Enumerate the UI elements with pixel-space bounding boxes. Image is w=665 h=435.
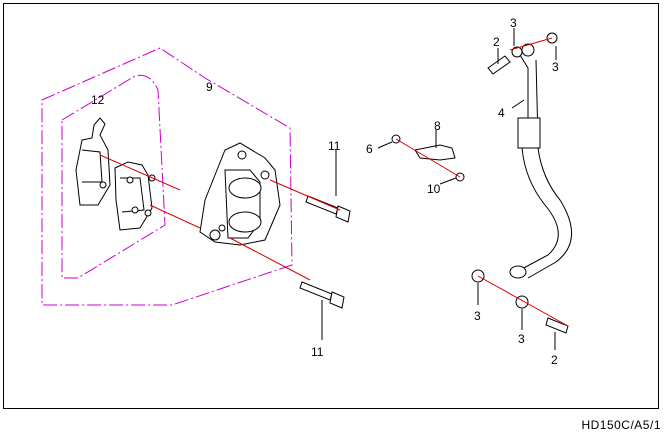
bolt-top [487,55,511,75]
brake-hose [509,43,573,279]
callout-washer-top-b: 3 [552,60,559,74]
brake-pad-right [114,161,153,231]
washer-top-a [511,46,523,58]
callout-bolt-top: 2 [493,35,500,49]
callout-washer-top-a: 3 [510,16,517,30]
caliper-assembly-outline [41,47,293,306]
hose-fittings [471,32,569,334]
assembly-outlines [41,47,293,306]
callout-hose-clip: 8 [434,119,441,133]
callout-caliper-bolt-upper: 11 [328,139,341,153]
callout-clip-bolt: 6 [366,142,373,156]
brake-pads [75,117,156,231]
bolt-bottom [545,317,569,334]
leader-lines [99,28,569,350]
hose-clip [414,144,456,161]
brake-caliper [199,142,281,246]
callout-pad-kit: 12 [91,93,105,107]
callouts: 9 12 11 11 2 3 3 4 6 8 10 3 3 2 [91,16,559,367]
caliper-bolt-lower [299,281,333,301]
callout-caliper-assembly: 9 [206,80,213,94]
caliper-bolt-upper [305,195,339,215]
diagram-frame [3,3,659,409]
callout-brake-hose: 4 [498,106,505,120]
drawing-code: HD150C/A5/1 [581,418,661,432]
brake-pad-left [75,117,111,206]
callout-bolt-bottom: 2 [551,353,558,367]
callout-caliper-bolt-lower: 11 [311,345,324,359]
callout-washer-bottom-a: 3 [474,309,481,323]
caliper-bolts [299,195,351,309]
callout-washer-bottom-b: 3 [518,332,525,346]
callout-clip-nut: 10 [427,182,441,196]
